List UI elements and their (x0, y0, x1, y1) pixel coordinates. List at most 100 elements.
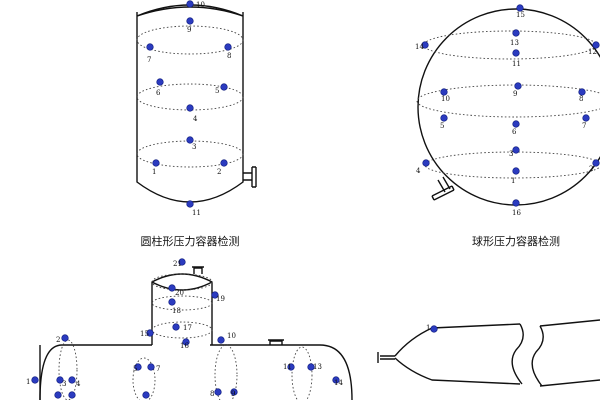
cylinder-point-8 (224, 43, 232, 51)
horizontal-point-4 (68, 376, 76, 384)
horizontal-point-6 (142, 391, 150, 399)
horizontal-ring-1 (58, 339, 78, 400)
horizontal-point-label: 8 (210, 390, 214, 398)
sphere-point-1 (512, 167, 520, 175)
horizontal-point-7 (147, 363, 155, 371)
cylinder-side-nozzle (243, 166, 257, 188)
pipe-vessel (377, 319, 600, 387)
horizontal-point-15 (146, 329, 154, 337)
horizontal-point-label: 13 (313, 363, 322, 371)
horizontal-point-18 (168, 298, 176, 306)
horizontal-point-label: 20 (175, 289, 184, 297)
sphere-point-label: 13 (510, 39, 519, 47)
cylinder-point-label: 8 (227, 52, 231, 60)
cylinder-point-label: 1 (152, 168, 156, 176)
horizontal-top-nozzle (268, 339, 284, 345)
horizontal-point-label: 1 (26, 378, 30, 386)
sphere-point-label: 5 (440, 122, 444, 130)
pipe-body (394, 319, 600, 387)
cylinder-point-label: 10 (196, 1, 205, 9)
dome-top-nozzle (192, 266, 204, 274)
cylinder-point-9 (186, 17, 194, 25)
horizontal-point-3 (56, 376, 64, 384)
horizontal-point-label: 17 (183, 324, 192, 332)
sphere-point-14 (421, 41, 429, 49)
cylinder-point-4 (186, 104, 194, 112)
sphere-point-3 (512, 146, 520, 154)
cylinder-point-label: 7 (147, 56, 151, 64)
sphere-point-label: 7 (582, 122, 586, 130)
cylinder-point-label: 3 (192, 143, 196, 151)
horizontal-point-16 (182, 338, 190, 346)
sphere-point-10 (440, 88, 448, 96)
sphere-point-label: 8 (579, 95, 583, 103)
spherical-vessel (416, 8, 600, 206)
pipe-point-1 (430, 325, 438, 333)
sphere-point-label: 14 (415, 43, 424, 51)
sphere-point-12 (592, 41, 600, 49)
horizontal-point-label: 16 (180, 342, 189, 350)
dome-ring-mid (151, 295, 213, 311)
sphere-point-label: 15 (516, 11, 525, 19)
cylinder-point-2 (220, 159, 228, 167)
horizontal-point-label: 14 (334, 379, 343, 387)
horizontal-point-17 (172, 323, 180, 331)
sphere-point-label: 11 (512, 60, 521, 68)
horizontal-point-label: 7 (156, 365, 160, 373)
sphere-point-label: 16 (512, 209, 521, 217)
horizontal-point-label: 21 (173, 260, 182, 268)
horizontal-point-label: 5 (133, 365, 137, 373)
horizontal-point-label: 15 (140, 330, 149, 338)
sphere-point-5 (440, 114, 448, 122)
cylinder-point-label: 9 (187, 26, 191, 34)
horizontal-point-label: 3 (62, 380, 66, 388)
sphere-point-label: 1 (511, 177, 515, 185)
horizontal-point-2 (61, 334, 69, 342)
horizontal-point-label: 4 (76, 380, 81, 388)
cylinder-point-label: 6 (156, 89, 161, 97)
cylinder-top-head (136, 6, 244, 17)
horizontal-point-label: 2 (56, 336, 60, 344)
sphere-point-9 (514, 82, 522, 90)
horizontal-point-label: 9 (231, 390, 235, 398)
dome-top-rim (151, 281, 213, 291)
horizontal-point-19 (211, 291, 219, 299)
horizontal-point-8 (214, 388, 222, 396)
pipe-break-left (511, 323, 524, 385)
horizontal-point-14 (332, 376, 340, 384)
sphere-point-label: 9 (513, 90, 517, 98)
cylinder-point-11 (186, 200, 194, 208)
cylinder-point-label: 4 (193, 115, 198, 123)
dome-ring-top (151, 273, 213, 291)
sphere-point-6 (512, 120, 520, 128)
cylinder-point-label: 5 (215, 87, 219, 95)
sphere-point-label: 6 (512, 128, 517, 136)
cylinder-point-5 (220, 83, 228, 91)
cylinder-point-label: 11 (192, 209, 201, 217)
horizontal-point-label: 19 (216, 295, 225, 303)
sphere-point-7 (582, 114, 590, 122)
horizontal-point-label: 11 (283, 363, 292, 371)
pipe-break-right (531, 325, 544, 387)
sphere-point-15 (516, 4, 524, 12)
sphere-point-label: 3 (509, 150, 513, 158)
cylinder-point-7 (146, 43, 154, 51)
cylinder-ring-1 (136, 25, 244, 55)
pipe-nozzle (377, 352, 395, 363)
dome-shell (151, 273, 213, 345)
cylinder-point-label: 2 (217, 168, 221, 176)
cylinder-point-6 (156, 78, 164, 86)
cylinder-caption: 圆柱形压力容器检测 (141, 234, 240, 248)
sphere-point-label: 10 (441, 95, 450, 103)
horizontal-ring-3 (214, 344, 238, 400)
horizontal-point-10 (217, 336, 225, 344)
sphere-point-label: 2 (589, 165, 593, 173)
sphere-point-16 (512, 199, 520, 207)
horizontal-point-label: 10 (227, 332, 236, 340)
horizontal-point-1 (31, 376, 39, 384)
horizontal-point-13 (307, 363, 315, 371)
sphere-caption: 球形压力容器检测 (472, 234, 560, 248)
horizontal-point-9 (230, 388, 238, 396)
